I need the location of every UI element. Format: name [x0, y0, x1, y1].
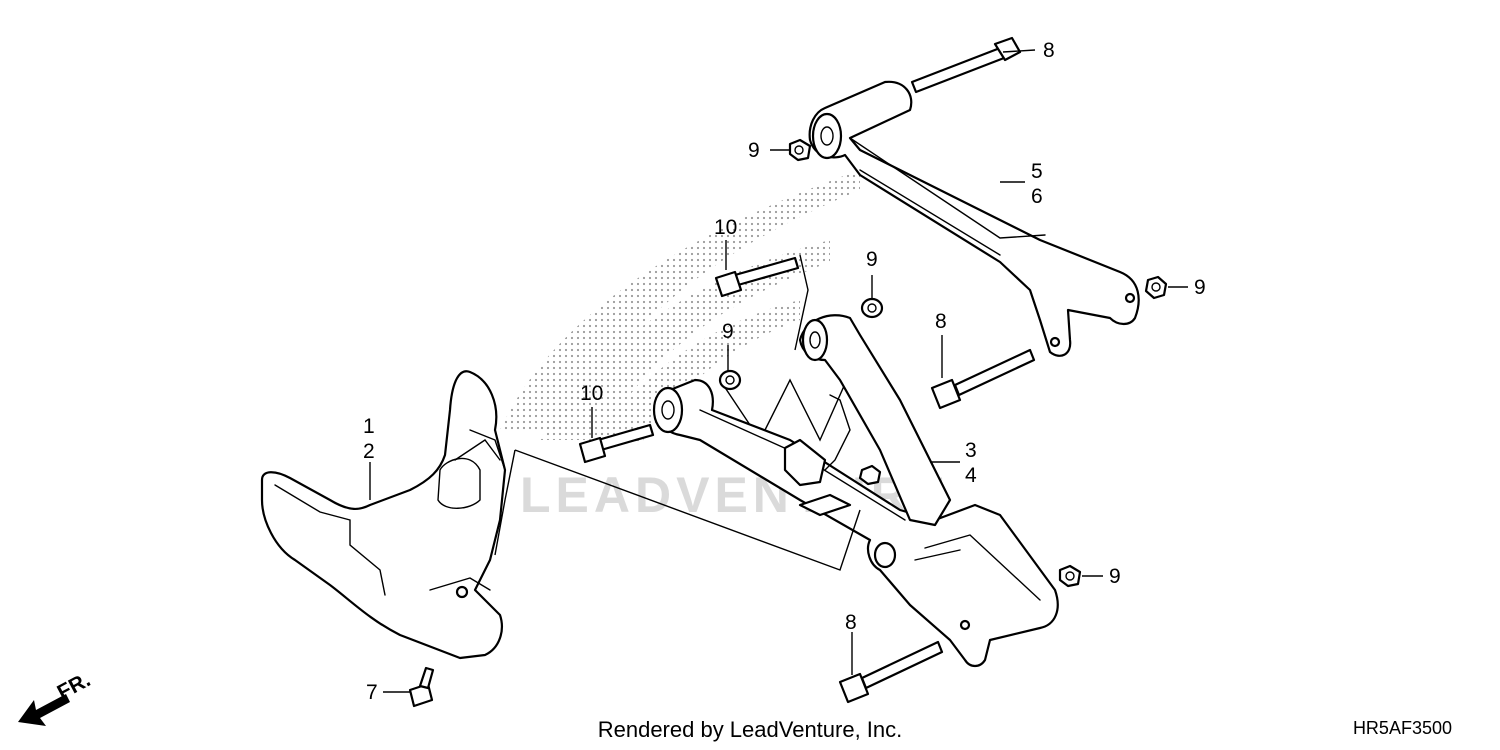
callout-9-upper-left: 9 — [748, 139, 760, 162]
callout-9-washer: 9 — [722, 320, 734, 343]
callout-labels: 8 9 5 6 9 9 10 9 8 10 1 2 3 4 9 8 7 — [363, 39, 1206, 704]
connector-lines — [494, 254, 861, 571]
bolt-8-bottom — [838, 640, 944, 704]
bolt-10-upper — [714, 256, 800, 298]
callout-4: 4 — [965, 464, 977, 487]
callout-8-mid: 8 — [935, 310, 947, 333]
nut-9-a — [788, 138, 812, 162]
nut-9-e — [1058, 564, 1082, 588]
bolt-10-lower — [578, 423, 655, 464]
bolt-8-top — [910, 36, 1022, 94]
callout-10-lower: 10 — [580, 382, 603, 405]
nut-9-b — [1144, 275, 1168, 300]
callout-1: 1 — [363, 415, 375, 438]
bolt-7 — [408, 666, 435, 708]
callout-8-bottom: 8 — [845, 611, 857, 634]
callout-3: 3 — [965, 439, 977, 462]
callout-5: 5 — [1031, 160, 1043, 183]
rendered-by-caption: Rendered by LeadVenture, Inc. — [597, 717, 903, 742]
washer-9-d — [718, 369, 742, 391]
mud-guard — [260, 370, 507, 660]
lower-arm — [652, 314, 1059, 668]
callout-10-upper: 10 — [714, 216, 737, 239]
callout-6: 6 — [1031, 185, 1043, 208]
callout-7: 7 — [366, 681, 378, 704]
leader-lines — [369, 49, 1188, 693]
diagram-code: HR5AF3500 — [1352, 718, 1452, 738]
callout-2: 2 — [363, 440, 375, 463]
callout-9-center: 9 — [866, 248, 878, 271]
callout-8-top: 8 — [1043, 39, 1055, 62]
upper-arm — [808, 80, 1140, 357]
washer-9-c — [860, 297, 884, 319]
front-arrow-icon — [18, 694, 70, 726]
callout-9-right: 9 — [1194, 276, 1206, 299]
callout-9-lower-right: 9 — [1109, 565, 1121, 588]
bolt-8-mid — [930, 348, 1036, 410]
